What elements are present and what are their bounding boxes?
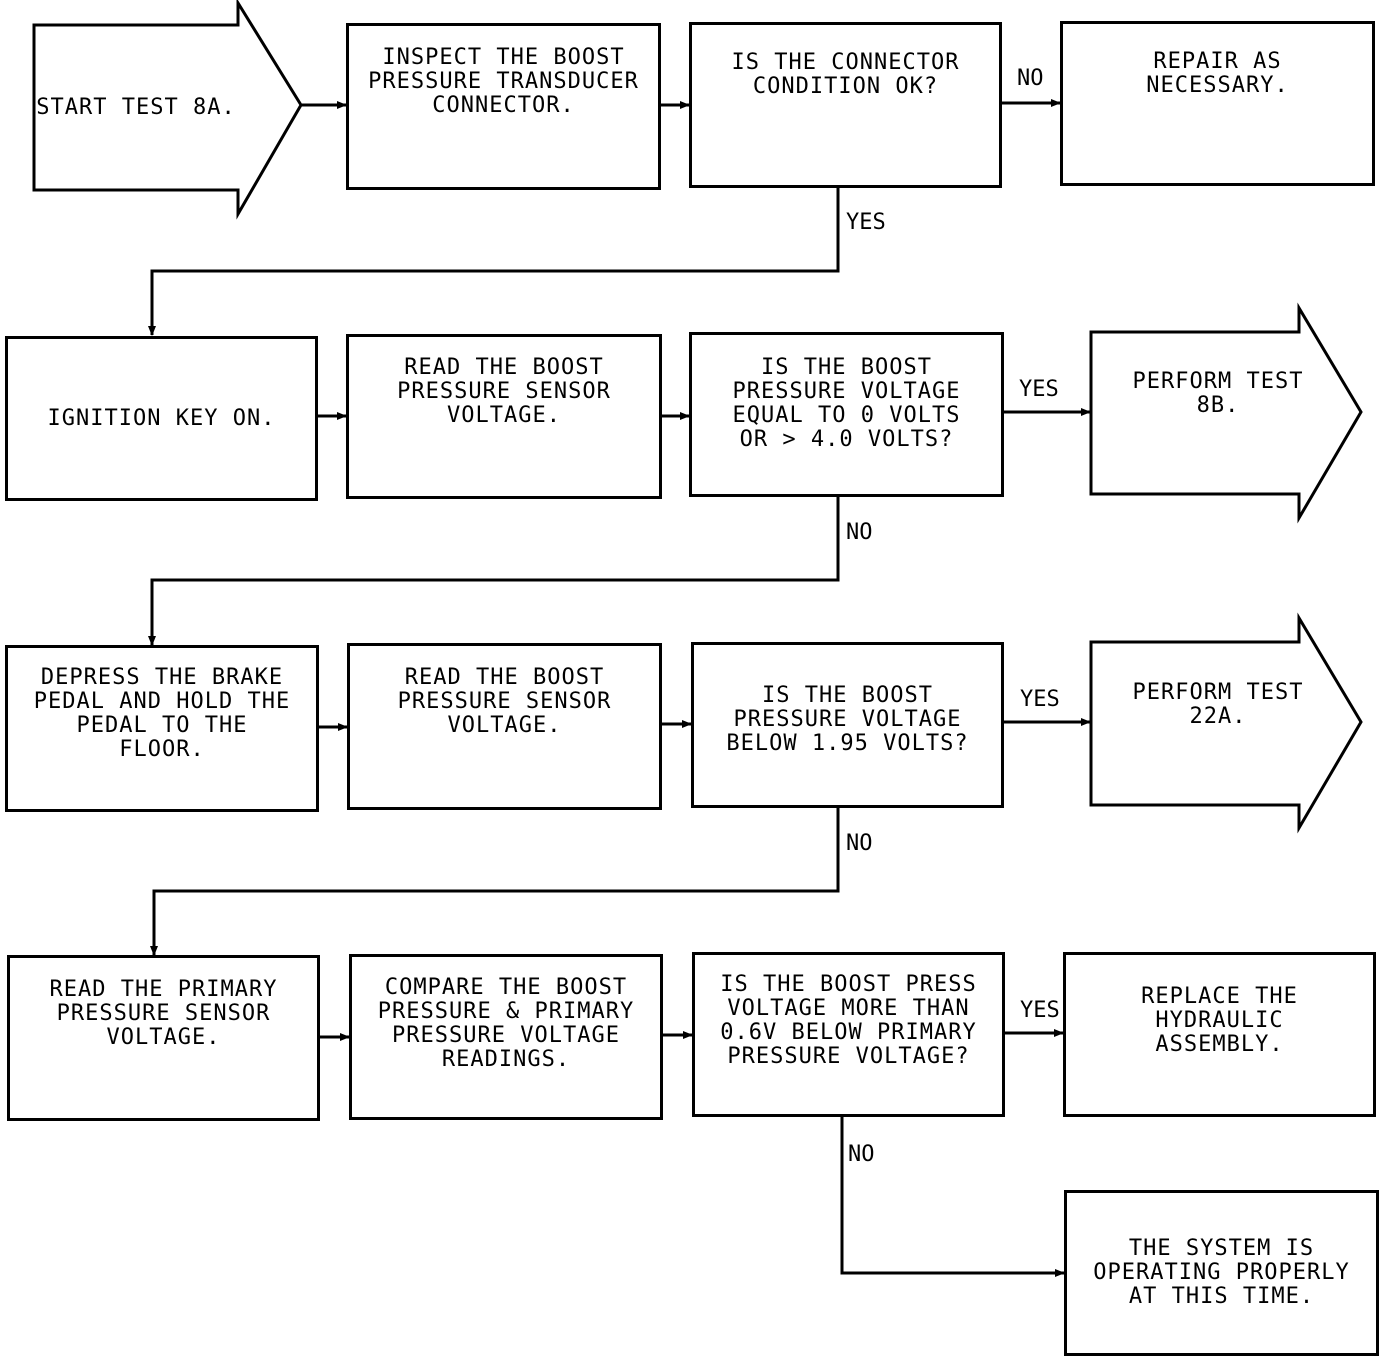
inspect-connector-node: INSPECT THE BOOST PRESSURE TRANSDUCER CO… — [346, 23, 661, 190]
perform-8b-arrow-shape — [1089, 302, 1363, 524]
connector-question1-ignition — [148, 188, 840, 336]
start-node: START TEST 8A. — [34, 25, 238, 190]
inspect-connector-text: INSPECT THE BOOST PRESSURE TRANSDUCER CO… — [368, 44, 639, 118]
voltage-question-3-text: IS THE BOOST PRESS VOLTAGE MORE THAN 0.6… — [720, 971, 977, 1069]
label-yes-3: YES — [1020, 687, 1060, 712]
voltage-question-1-decision: IS THE BOOST PRESSURE VOLTAGE EQUAL TO 0… — [689, 332, 1004, 497]
start-text: START TEST 8A. — [36, 94, 236, 120]
repair-text: REPAIR AS NECESSARY. — [1146, 48, 1289, 98]
perform-22a-text: PERFORM TEST 22A. — [1132, 679, 1304, 729]
label-no-3: NO — [846, 831, 873, 856]
voltage-question-1-text: IS THE BOOST PRESSURE VOLTAGE EQUAL TO 0… — [732, 354, 961, 452]
depress-brake-text: DEPRESS THE BRAKE PEDAL AND HOLD THE PED… — [33, 664, 291, 762]
connector-ok-decision: IS THE CONNECTOR CONDITION OK? — [689, 22, 1002, 188]
perform-22a-arrow-shape — [1089, 612, 1363, 834]
compare-node: COMPARE THE BOOST PRESSURE & PRIMARY PRE… — [349, 954, 663, 1120]
label-no-1: NO — [1017, 66, 1044, 91]
voltage-question-3-decision: IS THE BOOST PRESS VOLTAGE MORE THAN 0.6… — [692, 952, 1005, 1117]
depress-brake-node: DEPRESS THE BRAKE PEDAL AND HOLD THE PED… — [5, 645, 319, 812]
compare-text: COMPARE THE BOOST PRESSURE & PRIMARY PRE… — [377, 975, 635, 1072]
read-boost-2-node: READ THE BOOST PRESSURE SENSOR VOLTAGE. — [347, 643, 662, 810]
read-primary-text: READ THE PRIMARY PRESSURE SENSOR VOLTAGE… — [49, 977, 278, 1050]
replace-node: REPLACE THE HYDRAULIC ASSEMBLY. — [1063, 952, 1376, 1117]
read-boost-2-text: READ THE BOOST PRESSURE SENSOR VOLTAGE. — [397, 664, 612, 738]
label-yes-4: YES — [1020, 998, 1060, 1023]
label-yes-1: YES — [846, 210, 886, 235]
perform-8b-node: PERFORM TEST 8B. — [1091, 332, 1345, 494]
label-no-2: NO — [846, 520, 873, 545]
read-boost-1-text: READ THE BOOST PRESSURE SENSOR VOLTAGE. — [397, 354, 611, 428]
read-primary-node: READ THE PRIMARY PRESSURE SENSOR VOLTAGE… — [7, 955, 320, 1121]
connector-question4-systemok — [840, 1117, 1065, 1277]
connector-ok-text: IS THE CONNECTOR CONDITION OK? — [731, 50, 960, 99]
start-arrow-shape — [32, 0, 303, 220]
read-boost-1-node: READ THE BOOST PRESSURE SENSOR VOLTAGE. — [346, 334, 662, 499]
replace-text: REPLACE THE HYDRAULIC ASSEMBLY. — [1141, 983, 1298, 1057]
label-no-4: NO — [848, 1142, 875, 1167]
voltage-question-2-text: IS THE BOOST PRESSURE VOLTAGE BELOW 1.95… — [726, 683, 969, 756]
perform-22a-node: PERFORM TEST 22A. — [1091, 642, 1345, 805]
system-ok-text: THE SYSTEM IS OPERATING PROPERLY AT THIS… — [1093, 1236, 1350, 1309]
connector-question3-readprimary — [150, 808, 840, 956]
system-ok-node: THE SYSTEM IS OPERATING PROPERLY AT THIS… — [1064, 1190, 1379, 1356]
connector-question2-depress — [148, 497, 840, 646]
label-yes-2: YES — [1019, 377, 1059, 402]
ignition-node: IGNITION KEY ON. — [5, 336, 318, 501]
voltage-question-2-decision: IS THE BOOST PRESSURE VOLTAGE BELOW 1.95… — [691, 642, 1004, 808]
perform-8b-text: PERFORM TEST 8B. — [1132, 369, 1304, 418]
ignition-text: IGNITION KEY ON. — [47, 405, 276, 431]
repair-node: REPAIR AS NECESSARY. — [1060, 21, 1375, 186]
